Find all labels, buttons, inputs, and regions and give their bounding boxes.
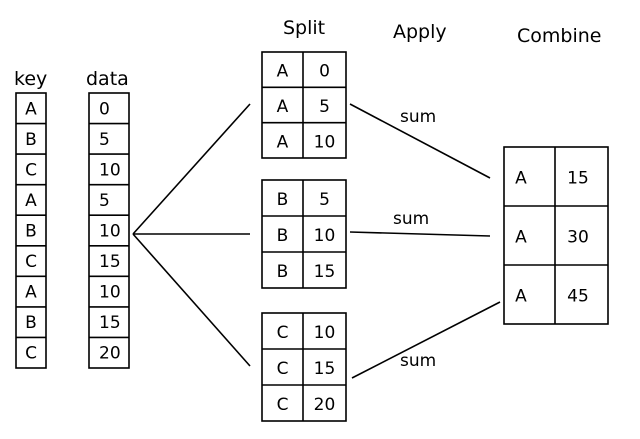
data-cell: 15: [99, 313, 121, 333]
combine-key-cell: A: [515, 287, 527, 307]
split-key-cell: A: [277, 132, 289, 152]
combine-connectors: [349, 103, 501, 379]
apply-header: Apply: [393, 21, 447, 43]
split-key-cell: A: [277, 62, 289, 82]
key-cell: A: [25, 191, 37, 211]
key-cell: A: [25, 99, 37, 119]
key-cell: B: [25, 130, 37, 150]
key-cell: C: [25, 160, 37, 180]
combine-value-cell: 30: [567, 228, 589, 248]
split-key-cell: C: [277, 323, 289, 343]
apply-label-3: sum: [400, 351, 436, 371]
split-key-cell: A: [277, 97, 289, 117]
split-table-border: [261, 179, 347, 289]
data-cell: 5: [99, 191, 110, 211]
apply-label-1: sum: [400, 107, 436, 127]
data-cell: 20: [99, 344, 121, 364]
split-value-cell: 10: [314, 132, 336, 152]
combine-table-border: [503, 146, 609, 325]
split-value-cell: 0: [319, 62, 330, 82]
data-cell: 10: [99, 222, 121, 242]
key-cell: B: [25, 313, 37, 333]
split-value-cell: 15: [314, 262, 336, 282]
split-table-border: [261, 312, 347, 422]
data-cell: 0: [99, 99, 110, 119]
split-value-cell: 5: [319, 97, 330, 117]
data-column: 0 5 10 5 10 15 10 15 20: [88, 92, 130, 369]
connector-c-to-combine: [351, 301, 501, 379]
data-cell: 15: [99, 252, 121, 272]
combine-value-cell: 15: [567, 169, 589, 189]
split-value-cell: 15: [314, 359, 336, 379]
split-key-cell: B: [277, 226, 289, 246]
connector-to-group-a: [132, 103, 251, 235]
split-header: Split: [283, 17, 325, 39]
connector-a-to-combine: [349, 103, 491, 179]
key-column-border: [15, 92, 47, 369]
data-cell: 10: [99, 160, 121, 180]
connector-b-to-combine: [349, 231, 491, 237]
split-key-cell: B: [277, 262, 289, 282]
split-value-cell: 10: [314, 323, 336, 343]
connector-to-group-c: [132, 233, 251, 367]
data-cell: 5: [99, 130, 110, 150]
data-header: data: [86, 68, 129, 90]
split-key-cell: C: [277, 359, 289, 379]
split-key-cell: C: [277, 395, 289, 415]
key-cell: B: [25, 222, 37, 242]
split-value-cell: 5: [319, 190, 330, 210]
key-cell: A: [25, 283, 37, 303]
split-key-cell: B: [277, 190, 289, 210]
combine-value-cell: 45: [567, 287, 589, 307]
combine-key-cell: A: [515, 169, 527, 189]
split-value-cell: 10: [314, 226, 336, 246]
split-value-cell: 20: [314, 395, 336, 415]
key-cell: C: [25, 252, 37, 272]
apply-label-2: sum: [393, 209, 429, 229]
split-table-border: [261, 51, 347, 159]
data-column-border: [88, 92, 130, 369]
key-cell: C: [25, 344, 37, 364]
combine-key-cell: A: [515, 228, 527, 248]
data-cell: 10: [99, 283, 121, 303]
key-header: key: [14, 68, 47, 90]
combine-header: Combine: [517, 25, 601, 47]
split-connectors: [132, 103, 251, 367]
